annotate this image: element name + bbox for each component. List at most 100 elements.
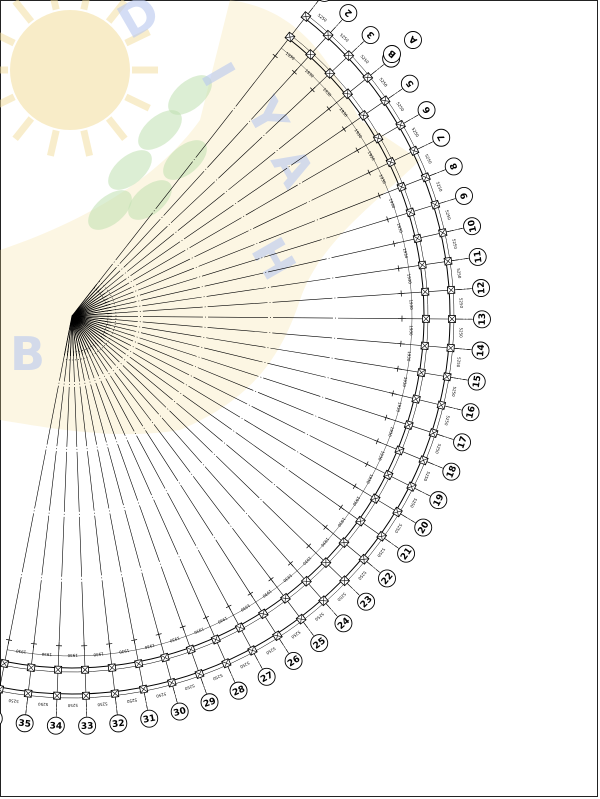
inner-column-node <box>420 341 429 351</box>
watermark-sun-ray <box>12 0 35 24</box>
post-mark-line <box>310 87 315 93</box>
dimension-label: 1930 <box>409 325 414 336</box>
post-mark-line <box>306 543 312 549</box>
post-mark-line <box>272 53 278 59</box>
column-cross <box>419 260 426 270</box>
grid-ray-hub <box>71 301 110 317</box>
post-mark-line <box>352 483 357 489</box>
column-cross <box>327 30 329 41</box>
column-cross <box>134 660 143 667</box>
outer-column-node <box>295 613 307 625</box>
grid-bubble-circle <box>78 716 97 735</box>
column-cross <box>211 637 221 642</box>
outer-column-node <box>443 256 453 266</box>
dimension-label: 1930 <box>41 652 52 657</box>
grid-ray-29 <box>73 321 207 693</box>
dimension-label: 5250 <box>317 12 328 22</box>
post-mark <box>225 602 232 611</box>
grid-bubble-17: 17 <box>453 433 472 452</box>
grid-bubble-36: 36 <box>0 712 3 726</box>
column-cross <box>1 659 8 668</box>
grid-ray-6 <box>77 114 419 314</box>
grid-bubble-20: 20 <box>414 518 433 537</box>
outer-column-node <box>446 285 456 295</box>
dimension-label: 1930 <box>387 426 395 438</box>
outer-column-node <box>406 481 417 492</box>
watermark-sun-ray <box>12 116 35 141</box>
grid-ray-hub <box>71 288 102 317</box>
dimension-label: 1930 <box>338 107 349 118</box>
watermark-sun-ray <box>80 129 93 157</box>
outer-column-node <box>428 428 439 438</box>
grid-ray-34 <box>55 321 73 716</box>
column-cross <box>329 68 331 79</box>
post-mark-line <box>367 169 371 176</box>
watermark-sun-ray <box>0 32 16 47</box>
watermark-shield <box>0 0 420 435</box>
grid-ray-hub <box>71 293 106 317</box>
dimension-label: 5250 <box>38 702 49 707</box>
column-cross <box>412 146 417 156</box>
outer-column-node <box>420 172 431 183</box>
dimension-label: 1930 <box>93 651 104 657</box>
column-cross <box>366 72 369 83</box>
post-mark <box>272 52 278 60</box>
grid-bubble-circle <box>473 310 491 329</box>
post-mark <box>397 290 406 297</box>
column-nodes <box>0 11 456 700</box>
post-arc <box>7 47 413 657</box>
post-mark <box>131 636 138 645</box>
column-cross <box>376 535 387 538</box>
post-mark <box>393 365 402 372</box>
outer-column-node <box>300 11 312 23</box>
grid-ray-15 <box>77 316 467 381</box>
column-cross <box>376 133 380 144</box>
grid-ray-16 <box>77 317 461 411</box>
post-mark-line <box>386 216 389 223</box>
column-cross <box>53 691 61 700</box>
dimension-label: 1930 <box>118 648 129 655</box>
grid-ray-27 <box>74 321 263 669</box>
grid-bubble-label: 30 <box>173 706 188 719</box>
grid-bubble-27: 27 <box>257 667 276 686</box>
dimension-label: 1930 <box>144 643 156 651</box>
outer-column-node <box>446 343 455 353</box>
grid-ray-10 <box>77 228 463 315</box>
grid-ray-20 <box>76 318 415 523</box>
column-cross <box>272 634 283 638</box>
dimension-label: 5250 <box>336 592 347 603</box>
dimension-label: 1930 <box>239 603 251 613</box>
dimension-label: 5250 <box>435 181 444 193</box>
grid-bubble-circle <box>170 702 189 721</box>
column-cross <box>407 207 414 217</box>
grid-ray-7 <box>77 141 433 314</box>
outer-column-node <box>318 595 330 607</box>
outer-column-node <box>339 575 351 587</box>
post-mark-line <box>131 639 138 642</box>
outer-column-node <box>395 119 406 131</box>
grid-ray-hub <box>71 315 103 342</box>
outer-column-node <box>81 691 91 700</box>
grid-bubble-label: A <box>408 33 420 45</box>
inner-column-node <box>324 67 336 79</box>
grid-bubble-circle <box>455 186 473 205</box>
column-cross <box>437 402 446 409</box>
outer-column-node <box>392 506 403 518</box>
grid-ray-hub <box>71 298 109 317</box>
dimension-label: 5250 <box>443 415 450 427</box>
column-cross <box>414 234 421 243</box>
grid-bubble-circle <box>109 714 128 733</box>
grid-ray-hub <box>71 315 107 337</box>
post-mark-line <box>377 192 381 199</box>
grid-ray-hub <box>71 315 99 347</box>
grid-ray-12 <box>77 288 472 316</box>
grid-ray-hub <box>71 315 74 356</box>
dimension-label: 5250 <box>456 268 462 279</box>
grid-bubble-35: 35 <box>15 714 34 733</box>
watermark-leaf <box>168 75 212 115</box>
outer-column-node <box>343 50 355 62</box>
inner-column-node <box>421 287 430 296</box>
outer-column-node <box>167 677 177 688</box>
post-mark <box>287 560 294 567</box>
